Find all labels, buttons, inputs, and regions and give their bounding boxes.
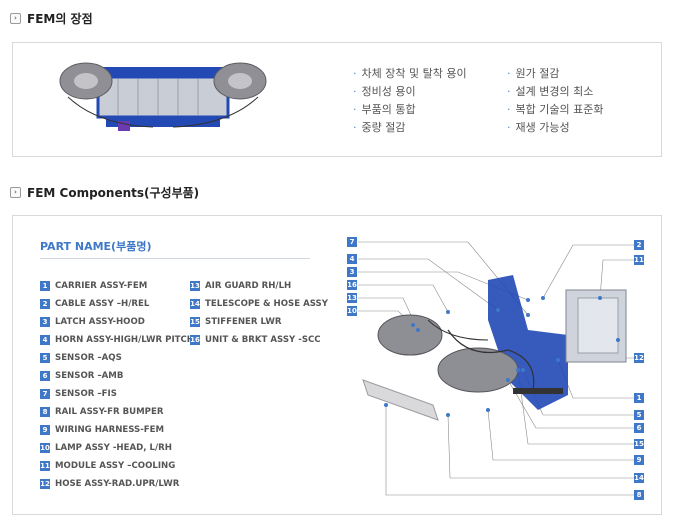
section-title: FEM의 장점 xyxy=(27,12,93,26)
callout-badge: 16 xyxy=(347,280,357,290)
advantages-list-right: 원가 절감 설계 변경의 최소 복합 기술의 표준화 재생 가능성 xyxy=(507,65,604,137)
list-item: 원가 절감 xyxy=(507,65,603,83)
list-item: 정비성 용이 xyxy=(353,83,467,101)
section-heading-components: › FEM Components(구성부품) xyxy=(10,184,199,201)
callout-badge: 15 xyxy=(634,439,644,449)
chevron-right-icon: › xyxy=(10,13,21,24)
callout-badge: 4 xyxy=(347,254,357,264)
list-item: 부품의 통합 xyxy=(353,101,467,119)
callout-badge: 7 xyxy=(347,237,357,247)
list-item: 차체 장착 및 탈착 용이 xyxy=(353,65,467,83)
advantages-panel: 차체 장착 및 탈착 용이 정비성 용이 부품의 통합 중량 절감 원가 절감 … xyxy=(12,42,662,157)
fem-exploded-diagram xyxy=(358,241,635,496)
list-item: 중량 절감 xyxy=(353,119,467,137)
callout-badge: 13 xyxy=(347,293,357,303)
callout-badge: 6 xyxy=(634,423,644,433)
callout-badge: 10 xyxy=(347,306,357,316)
callout-badge: 8 xyxy=(634,490,644,500)
callout-badge: 1 xyxy=(634,393,644,403)
callout-badge: 14 xyxy=(634,473,644,483)
callout-badge: 3 xyxy=(347,267,357,277)
chevron-right-icon: › xyxy=(10,187,21,198)
callout-badge: 2 xyxy=(634,240,644,250)
divider xyxy=(40,258,310,259)
callout-badge: 5 xyxy=(634,410,644,420)
section-title: FEM Components(구성부품) xyxy=(27,186,200,200)
fem-front-view-image xyxy=(59,62,267,131)
callout-badge: 12 xyxy=(634,353,644,363)
advantages-list-left: 차체 장착 및 탈착 용이 정비성 용이 부품의 통합 중량 절감 xyxy=(353,65,467,137)
section-heading-advantages: › FEM의 장점 xyxy=(10,10,93,27)
callout-badge: 9 xyxy=(634,455,644,465)
part-name-title: PART NAME(부품명) xyxy=(40,240,152,253)
list-item: 복합 기술의 표준화 xyxy=(507,101,604,119)
list-item: 재생 가능성 xyxy=(507,119,603,137)
callout-badge: 11 xyxy=(634,255,644,265)
list-item: 설계 변경의 최소 xyxy=(507,83,603,101)
